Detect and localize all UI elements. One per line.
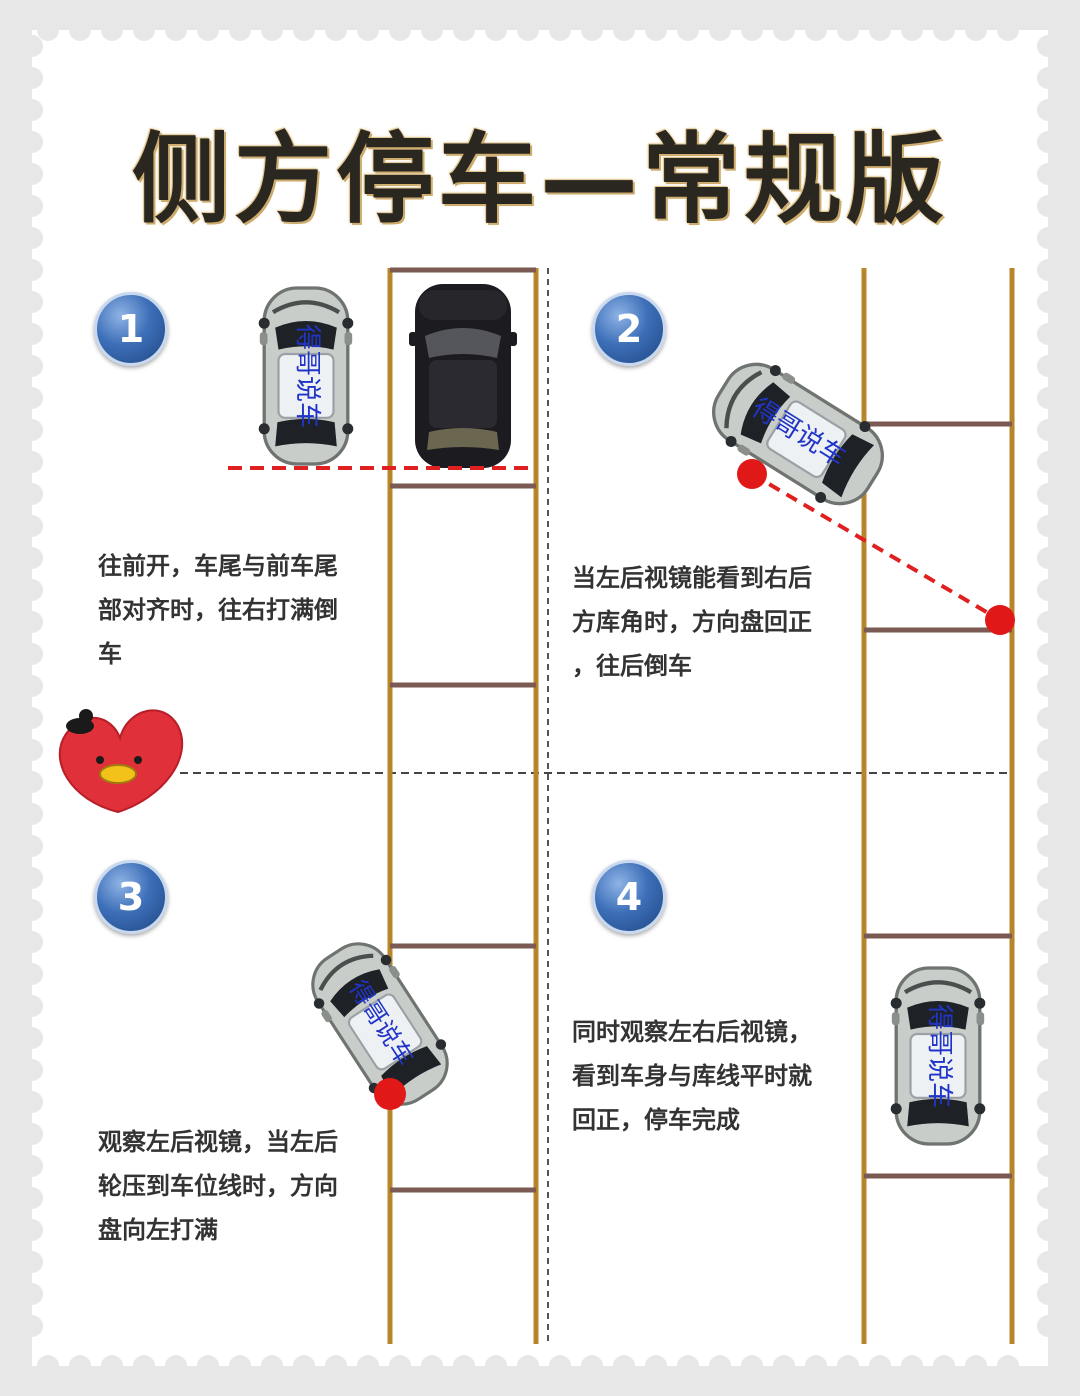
step-3-text: 观察左后视镜，当左后 轮压到车位线时，方向 盘向左打满	[98, 1128, 338, 1244]
stamp-perforation	[21, 19, 1059, 1377]
bay-corner-marker	[985, 605, 1015, 635]
car-watermark: 得哥说车	[292, 324, 322, 428]
step-3-badge: 3	[94, 860, 168, 934]
car-watermark: 得哥说车	[924, 1004, 954, 1108]
step-4-badge: 4	[592, 860, 666, 934]
heart-mascot	[58, 709, 184, 814]
parked-car	[409, 284, 517, 468]
left-rear-wheel-marker	[374, 1078, 406, 1110]
step-2-text: 当左后视镜能看到右后 方库角时，方向盘回正 ，往后倒车	[572, 564, 812, 680]
step-2-badge: 2	[592, 292, 666, 366]
left-parking-lane	[387, 267, 539, 1344]
step-1-text: 往前开，车尾与前车尾 部对齐时，往右打满倒 车	[98, 552, 338, 668]
page-title: 侧方停车—常规版	[131, 123, 948, 237]
step-1-badge: 1	[94, 292, 168, 366]
mirror-sight-line	[750, 472, 1002, 622]
step-4-text: 同时观察左右后视镜， 看到车身与库线平时就 回正，停车完成	[572, 1018, 812, 1134]
left-mirror-marker	[737, 459, 767, 489]
